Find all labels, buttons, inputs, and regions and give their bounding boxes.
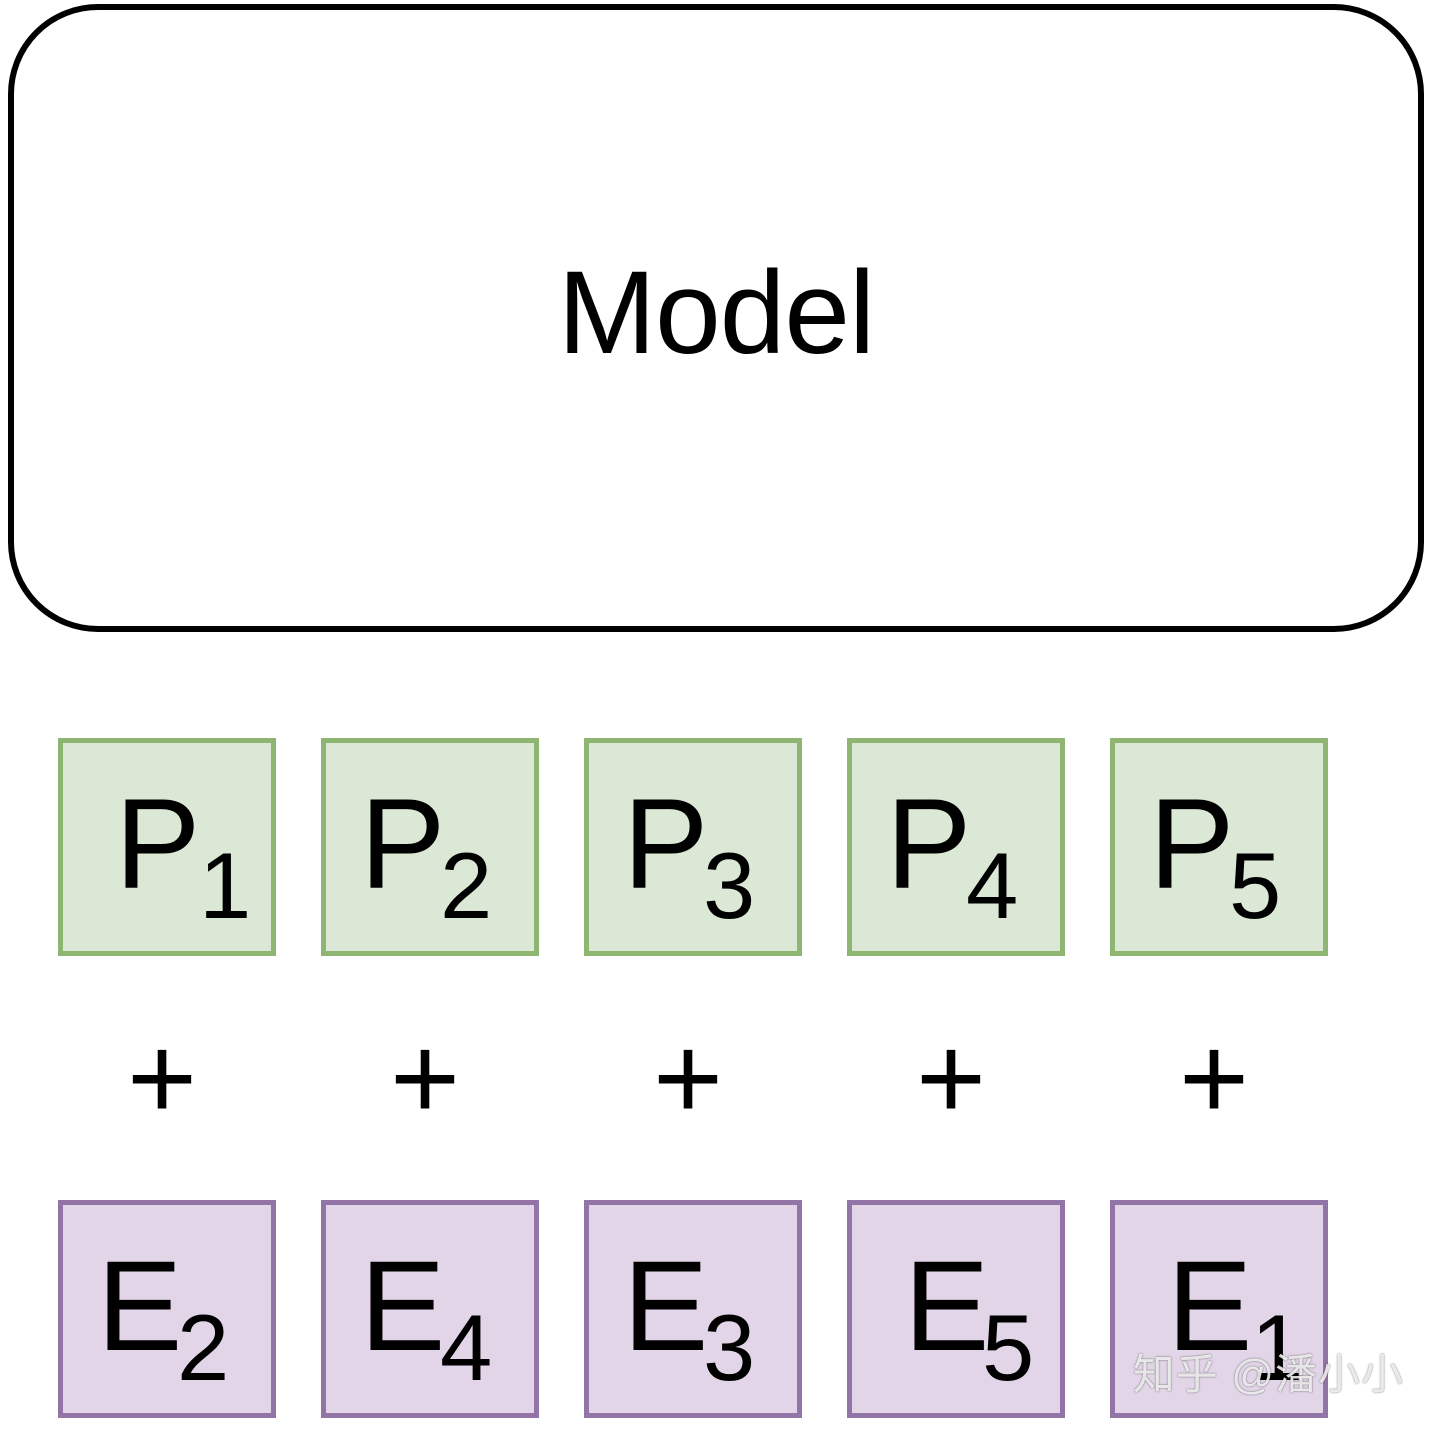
position-tile-1: P 1 xyxy=(58,738,276,956)
position-letter: P xyxy=(886,773,972,916)
position-index: 2 xyxy=(440,833,493,938)
position-index: 5 xyxy=(1229,833,1282,938)
position-tile-3: P 3 xyxy=(584,738,802,956)
plus-operator: + xyxy=(842,1018,1060,1138)
plus-operator: + xyxy=(579,1018,797,1138)
model-label: Model xyxy=(557,247,875,379)
embedding-index: 2 xyxy=(177,1295,230,1400)
plus-symbol: + xyxy=(915,1011,987,1145)
position-tile-4: P 4 xyxy=(847,738,1065,956)
plus-operator: + xyxy=(53,1018,271,1138)
embedding-tile-5: E 1 xyxy=(1110,1200,1328,1418)
embedding-index: 1 xyxy=(1251,1295,1304,1400)
embedding-index: 5 xyxy=(982,1295,1035,1400)
embedding-letter: E xyxy=(360,1235,446,1378)
embedding-tile-4: E 5 xyxy=(847,1200,1065,1418)
position-index: 4 xyxy=(966,833,1019,938)
plus-symbol: + xyxy=(1178,1011,1250,1145)
position-letter: P xyxy=(115,773,201,916)
embedding-tile-1: E 2 xyxy=(58,1200,276,1418)
plus-symbol: + xyxy=(652,1011,724,1145)
embedding-tile-2: E 4 xyxy=(321,1200,539,1418)
position-tile-2: P 2 xyxy=(321,738,539,956)
position-letter: P xyxy=(623,773,709,916)
embedding-letter: E xyxy=(1167,1235,1253,1378)
embedding-letter: E xyxy=(904,1235,990,1378)
embedding-tile-3: E 3 xyxy=(584,1200,802,1418)
model-box: Model xyxy=(8,4,1424,632)
watermark: 知乎 @潘小小 xyxy=(1132,1351,1404,1398)
plus-operator: + xyxy=(316,1018,534,1138)
plus-symbol: + xyxy=(126,1011,198,1145)
embedding-index: 3 xyxy=(703,1295,756,1400)
embedding-index: 4 xyxy=(440,1295,493,1400)
position-index: 1 xyxy=(199,833,252,938)
plus-symbol: + xyxy=(389,1011,461,1145)
position-tile-5: P 5 xyxy=(1110,738,1328,956)
plus-operator: + xyxy=(1105,1018,1323,1138)
position-index: 3 xyxy=(703,833,756,938)
position-letter: P xyxy=(360,773,446,916)
embedding-letter: E xyxy=(97,1235,183,1378)
position-letter: P xyxy=(1149,773,1235,916)
embedding-letter: E xyxy=(623,1235,709,1378)
